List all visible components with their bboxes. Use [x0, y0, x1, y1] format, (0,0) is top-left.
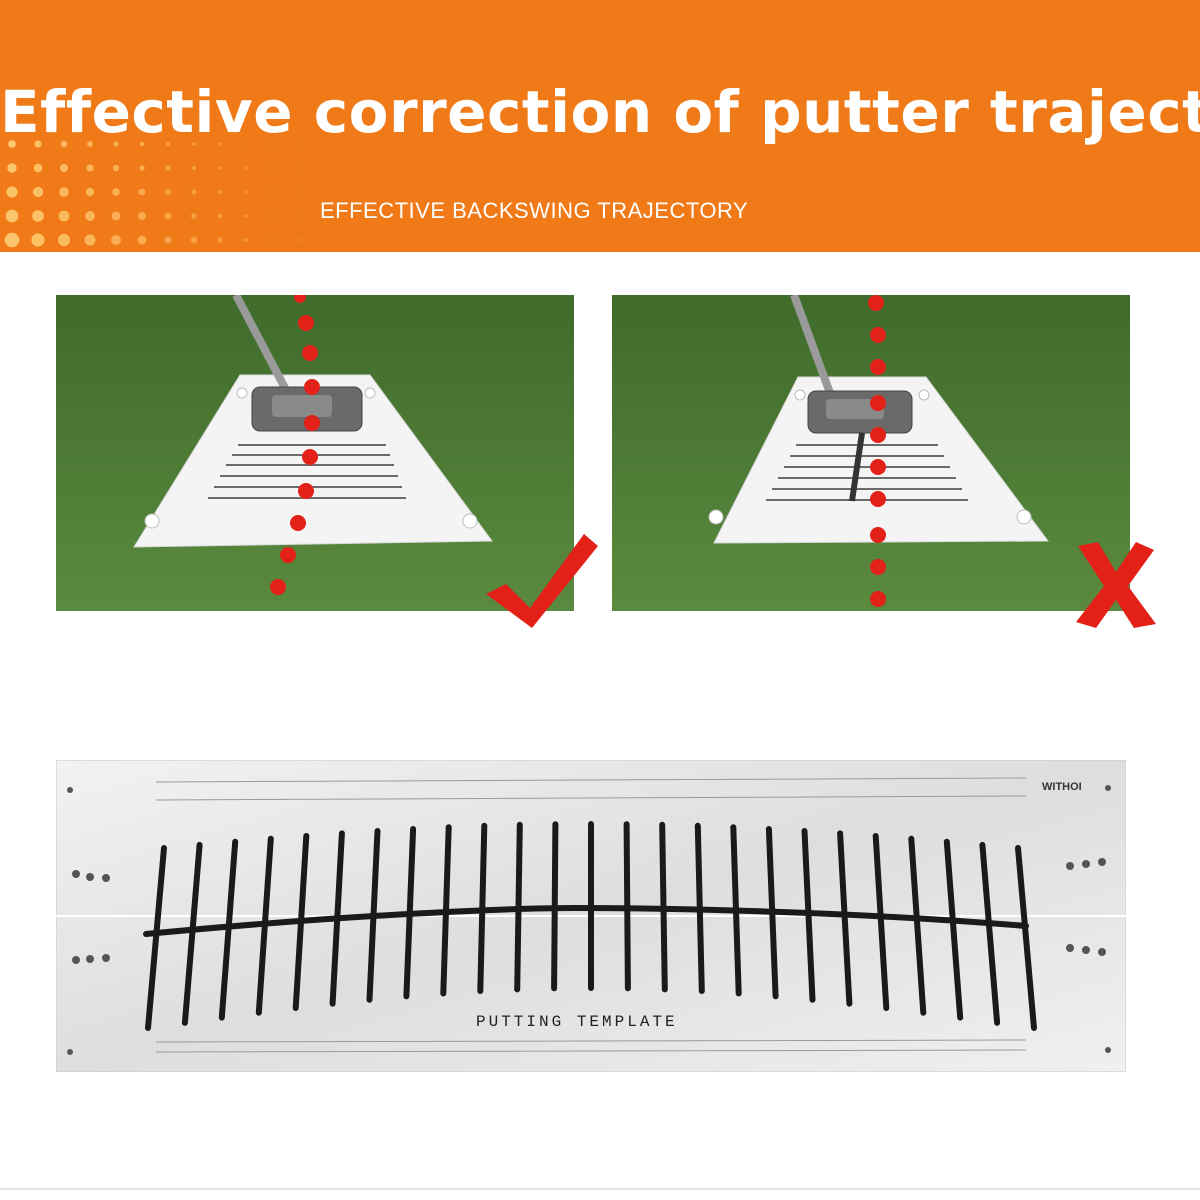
decorative-dot — [270, 238, 274, 242]
decorative-dot — [244, 166, 248, 170]
decorative-dot — [34, 140, 42, 148]
decorative-dot — [297, 167, 299, 169]
decorative-dot — [164, 212, 172, 220]
decorative-dot — [139, 141, 145, 147]
decorative-dot — [112, 164, 120, 172]
alignment-bar — [979, 841, 1001, 1026]
decorative-dot — [85, 187, 95, 197]
decorative-dot — [139, 165, 145, 171]
decorative-dot — [58, 210, 70, 222]
decorative-dot — [111, 235, 121, 245]
decorative-dot — [296, 214, 300, 218]
decorative-dot — [296, 190, 300, 194]
template-brand: WITHOI — [1042, 781, 1082, 793]
decorative-dot — [5, 209, 19, 223]
decorative-dot — [31, 233, 45, 247]
putting-template: WITHOI PUTTING TEMPLATE — [55, 759, 1127, 1073]
decorative-dot — [7, 163, 17, 173]
decorative-dot — [33, 163, 43, 173]
decorative-dot — [217, 237, 223, 243]
alignment-bar — [872, 833, 890, 1011]
decorative-dot — [244, 142, 248, 146]
check-icon — [486, 534, 598, 628]
decorative-dot — [297, 143, 299, 145]
decorative-dot — [244, 190, 248, 194]
decorative-dot — [217, 213, 223, 219]
decorative-dot — [112, 188, 120, 196]
decorative-dot — [4, 232, 20, 248]
decorative-dot — [165, 165, 171, 171]
board-pegs — [144, 387, 478, 529]
incorrect-example-photo — [612, 295, 1130, 611]
decorative-dot — [111, 211, 121, 221]
decorative-dot — [296, 238, 300, 242]
top-ruler — [155, 777, 1027, 801]
decorative-dot — [113, 141, 119, 147]
board-rails — [766, 444, 968, 501]
decorative-dot — [6, 186, 18, 198]
decorative-dot — [191, 213, 197, 219]
decorative-dot — [57, 233, 71, 247]
decorative-dot — [190, 236, 198, 244]
decorative-dot — [59, 187, 69, 197]
banner-subtitle: EFFECTIVE BACKSWING TRAJECTORY — [320, 198, 749, 223]
decorative-dot — [137, 235, 147, 245]
alignment-bar — [908, 835, 927, 1016]
decorative-dot — [60, 140, 68, 148]
decorative-dot — [138, 188, 146, 196]
decorative-dot — [191, 165, 197, 171]
footer-divider — [0, 1188, 1200, 1190]
decorative-dot — [218, 142, 222, 146]
decorative-dot — [138, 212, 146, 220]
decorative-dot — [271, 143, 273, 145]
decorative-dot — [243, 237, 249, 243]
alignment-bar — [145, 845, 167, 1031]
trajectory-dots-off-line — [868, 295, 886, 607]
decorative-dot — [218, 166, 222, 170]
board-pegs — [708, 389, 1032, 525]
header-banner: Effective correction of putter trajector… — [0, 0, 1200, 252]
decorative-dot — [32, 210, 44, 222]
decorative-dot — [191, 189, 197, 195]
putter — [790, 295, 913, 502]
template-label: PUTTING TEMPLATE — [476, 1013, 678, 1031]
alignment-bar — [837, 830, 853, 1007]
decorative-dot — [270, 214, 274, 218]
decorative-dot — [244, 214, 248, 218]
alignment-bar — [218, 838, 239, 1021]
decorative-dot — [166, 142, 170, 146]
correct-example-photo — [56, 295, 574, 611]
alignment-bars — [145, 821, 1037, 1031]
decorative-dot — [8, 140, 16, 148]
trajectory-dots-straight — [270, 295, 320, 595]
decorative-dot — [164, 236, 172, 244]
alignment-bar — [1015, 845, 1037, 1031]
cross-icon — [1076, 542, 1156, 628]
decorative-dot — [60, 164, 68, 172]
decorative-dot — [165, 189, 171, 195]
decorative-dot — [192, 142, 196, 146]
decorative-dots — [4, 140, 300, 248]
decorative-dot — [86, 164, 94, 172]
bottom-ruler — [155, 1039, 1027, 1053]
decorative-dot — [85, 211, 95, 221]
decorative-dot — [270, 190, 274, 194]
decorative-dot — [271, 167, 273, 169]
banner-title: Effective correction of putter trajector… — [0, 78, 1200, 146]
decorative-dot — [84, 234, 96, 246]
decorative-dot — [217, 189, 223, 195]
mounting-holes — [67, 785, 1111, 1055]
alignment-bar — [181, 841, 203, 1026]
decorative-dot — [32, 186, 44, 198]
decorative-dot — [87, 141, 93, 147]
arc-trajectory-line — [143, 904, 1029, 937]
alignment-bar — [943, 838, 964, 1021]
